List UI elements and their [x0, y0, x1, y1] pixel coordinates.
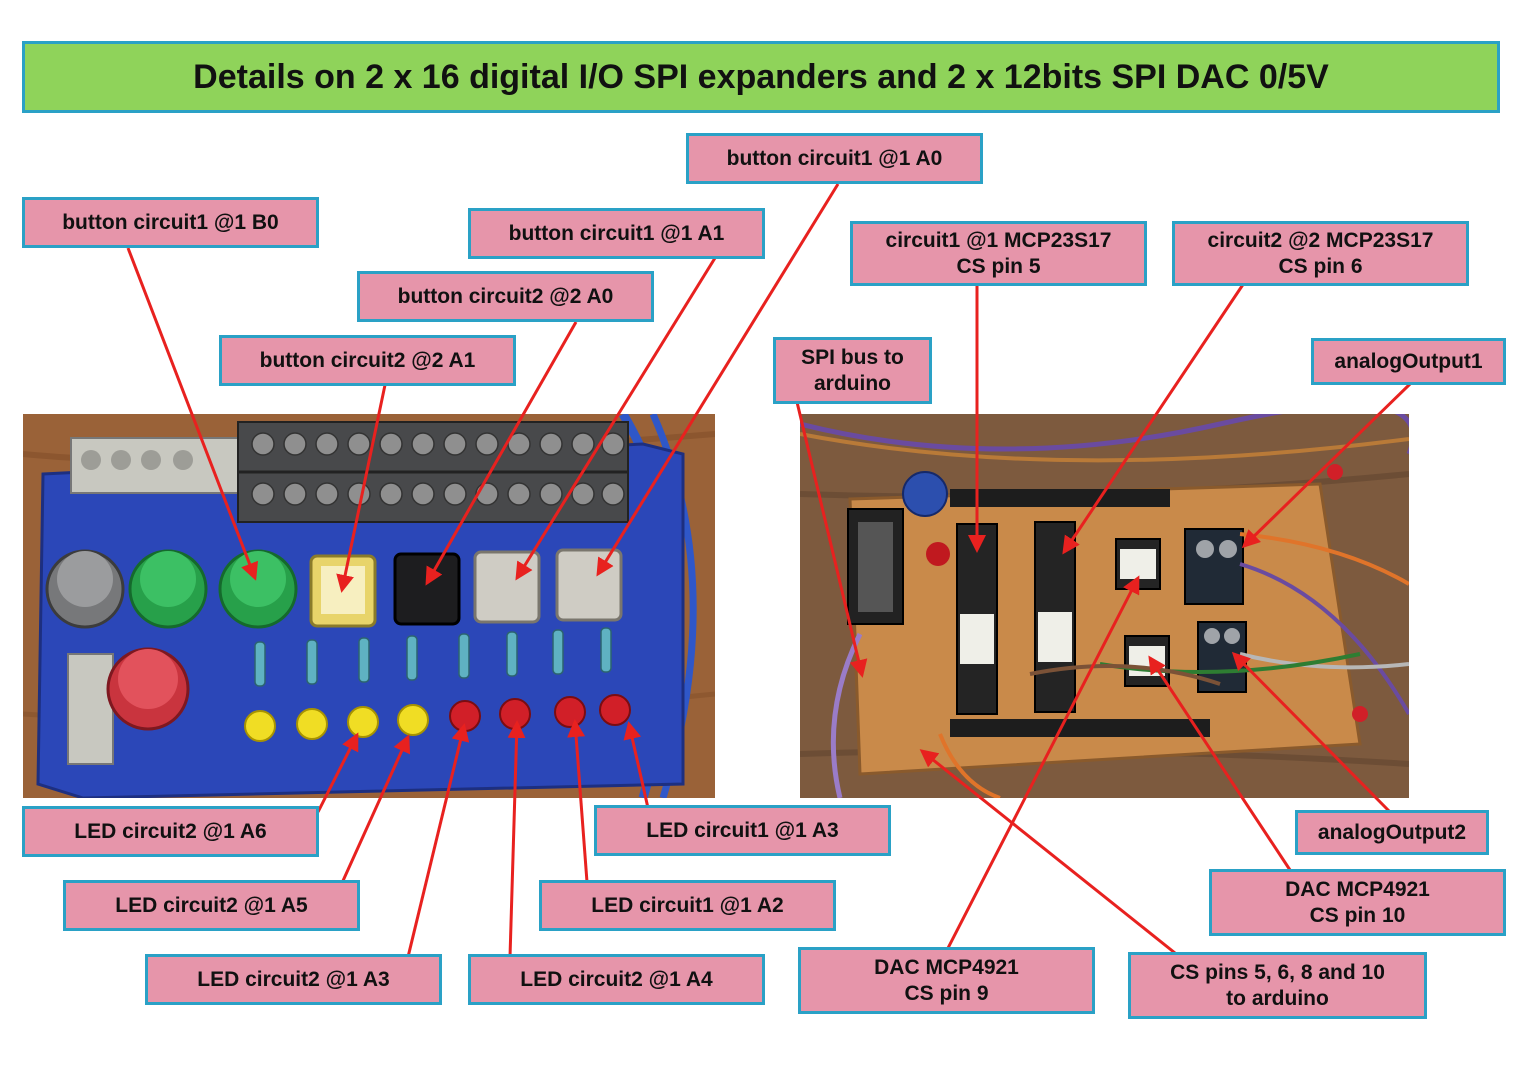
label-dac-cs-pin-9: DAC MCP4921 CS pin 9 — [798, 947, 1095, 1014]
photo-button-led-board — [23, 414, 715, 798]
title-banner: Details on 2 x 16 digital I/O SPI expand… — [22, 41, 1500, 113]
label-led-circuit2-a6: LED circuit2 @1 A6 — [22, 806, 319, 857]
label-led-circuit2-a4: LED circuit2 @1 A4 — [468, 954, 765, 1005]
photo-chip-board — [800, 414, 1409, 798]
label-button-circuit2-a1: button circuit2 @2 A1 — [219, 335, 516, 386]
label-led-circuit2-a3: LED circuit2 @1 A3 — [145, 954, 442, 1005]
label-analog-output-2: analogOutput2 — [1295, 810, 1489, 855]
label-cs-pins-to-arduino: CS pins 5, 6, 8 and 10 to arduino — [1128, 952, 1427, 1019]
label-dac-cs-pin-10: DAC MCP4921 CS pin 10 — [1209, 869, 1506, 936]
page-title: Details on 2 x 16 digital I/O SPI expand… — [193, 57, 1329, 96]
label-mcp23s17-circuit2: circuit2 @2 MCP23S17 CS pin 6 — [1172, 221, 1469, 286]
label-button-circuit1-a1: button circuit1 @1 A1 — [468, 208, 765, 259]
label-button-circuit1-a0: button circuit1 @1 A0 — [686, 133, 983, 184]
label-button-circuit2-a0: button circuit2 @2 A0 — [357, 271, 654, 322]
label-analog-output-1: analogOutput1 — [1311, 338, 1506, 385]
label-led-circuit1-a2: LED circuit1 @1 A2 — [539, 880, 836, 931]
label-button-circuit1-b0: button circuit1 @1 B0 — [22, 197, 319, 248]
label-mcp23s17-circuit1: circuit1 @1 MCP23S17 CS pin 5 — [850, 221, 1147, 286]
label-led-circuit2-a5: LED circuit2 @1 A5 — [63, 880, 360, 931]
label-led-circuit1-a3: LED circuit1 @1 A3 — [594, 805, 891, 856]
label-spi-bus: SPI bus to arduino — [773, 337, 932, 404]
